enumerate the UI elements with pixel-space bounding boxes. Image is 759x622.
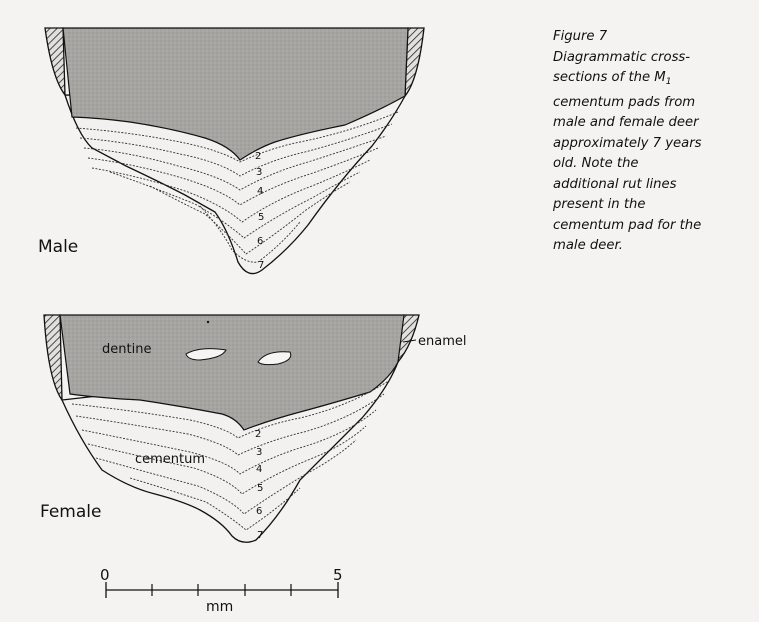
- caption-line-9: cementum pad for the: [553, 217, 702, 233]
- male-label: Male: [38, 237, 78, 257]
- caption-subscript: 1: [665, 77, 672, 87]
- male-layer-6: 6: [257, 236, 263, 247]
- male-layer-7: 7: [258, 260, 264, 271]
- female-layer-numbers: 2 3 4 5 6 7: [255, 429, 263, 541]
- caption-line-2-text: sections of the M: [553, 70, 666, 85]
- scale-bar: 0 5 mm: [100, 566, 343, 615]
- female-layer-4: 4: [256, 464, 262, 475]
- male-cross-section: 2 3 4 5 6 7 Male: [38, 27, 425, 275]
- female-rut-lines: [71, 379, 391, 531]
- male-enamel-left: [44, 27, 66, 98]
- dentine-label: dentine: [102, 342, 151, 357]
- caption-line-2: sections of the M1: [553, 68, 743, 93]
- male-layer-4: 4: [257, 186, 263, 197]
- female-layer-2: 2: [255, 429, 261, 440]
- male-layer-3: 3: [256, 167, 262, 178]
- caption-line-5: approximately 7 years: [553, 135, 702, 151]
- female-layer-6: 6: [256, 506, 262, 517]
- female-dentine: [59, 314, 405, 431]
- figure-label: Figure 7: [553, 29, 608, 44]
- caption-line-4: male and female deer: [553, 115, 699, 130]
- cementum-label: cementum: [135, 452, 205, 467]
- caption-line-8: present in the: [553, 197, 646, 212]
- female-label: Female: [40, 502, 101, 522]
- male-layer-2: 2: [255, 151, 261, 162]
- female-pulp-right: [257, 351, 292, 366]
- male-layer-5: 5: [258, 212, 264, 223]
- male-dentine: [62, 27, 409, 161]
- female-layer-7: 7: [257, 530, 263, 541]
- enamel-leader-line: [402, 339, 417, 343]
- male-layer-numbers: 2 3 4 5 6 7: [255, 151, 264, 271]
- scale-end-label: 5: [333, 566, 343, 584]
- caption-line-1: Diagrammatic cross-: [553, 49, 691, 65]
- enamel-label: enamel: [418, 334, 466, 349]
- scale-start-label: 0: [100, 566, 110, 584]
- caption-line-7: additional rut lines: [553, 176, 677, 192]
- female-layer-3: 3: [256, 447, 262, 458]
- caption-line-3: cementum pads from: [553, 94, 696, 110]
- male-cementum-pad: [64, 94, 407, 275]
- female-pulp-left: [185, 348, 227, 361]
- caption-line-6: old. Note the: [553, 156, 639, 171]
- male-rut-lines: [75, 111, 399, 263]
- scale-unit-label: mm: [206, 599, 233, 615]
- female-enamel-left: [43, 314, 63, 403]
- female-layer-5: 5: [257, 483, 263, 494]
- female-cross-section: 2 3 4 5 6 7 dentine enamel cementum Fema…: [40, 314, 466, 543]
- caption-line-10: male deer.: [553, 238, 623, 253]
- figure-caption: Figure 7 Diagrammatic cross- sections of…: [553, 27, 743, 257]
